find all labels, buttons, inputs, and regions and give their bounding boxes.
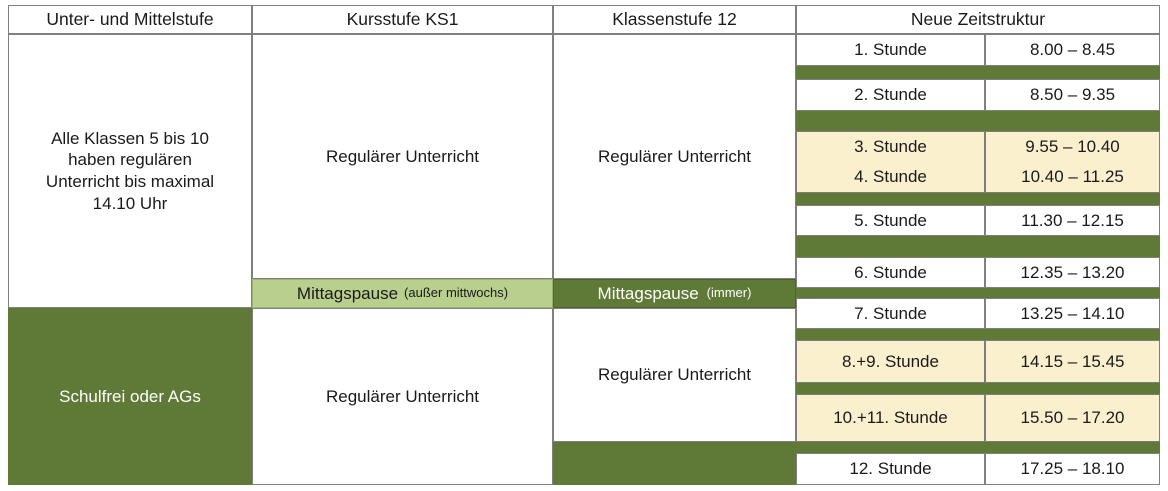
period-time-p12: 17.25 – 18.10 (985, 453, 1160, 485)
period-label-p12: 12. Stunde (796, 453, 985, 485)
period-label-p1011: 10.+11. Stunde (796, 394, 985, 442)
period-time-p1: 8.00 – 8.45 (985, 34, 1160, 66)
period-label-p5: 5. Stunde (796, 205, 985, 236)
period-time-p6: 12.35 – 13.20 (985, 257, 1160, 288)
cell-k12-lower-unterricht: Regulärer Unterricht (553, 308, 796, 442)
period-time-p4: 10.40 – 11.25 (985, 162, 1160, 193)
cell-k12-mittagspause: Mittagspause (immer) (553, 279, 796, 308)
break-bar-3 (796, 193, 1160, 205)
schedule-table: Unter- und Mittelstufe Kursstufe KS1 Kla… (8, 5, 1160, 485)
period-time-p5: 11.30 – 12.15 (985, 205, 1160, 236)
cell-k12-lower-green-block (553, 442, 796, 485)
period-time-p2: 8.50 – 9.35 (985, 79, 1160, 111)
cell-ks1-upper-unterricht: Regulärer Unterricht (252, 34, 553, 279)
period-label-p3: 3. Stunde (796, 131, 985, 162)
ks1-mittagspause-label: Mittagspause (296, 283, 399, 303)
k12-mittagspause-label: Mittagspause (597, 283, 699, 303)
period-label-p6: 6. Stunde (796, 257, 985, 288)
period-time-p3: 9.55 – 10.40 (985, 131, 1160, 162)
header-unter-mittelstufe: Unter- und Mittelstufe (8, 5, 252, 34)
cell-k12-upper-unterricht: Regulärer Unterricht (553, 34, 796, 279)
period-label-p2: 2. Stunde (796, 79, 985, 111)
period-label-p7: 7. Stunde (796, 298, 985, 329)
cell-schulfrei-oder-ags: Schulfrei oder AGs (8, 308, 252, 485)
schedule-grid: Unter- und Mittelstufe Kursstufe KS1 Kla… (8, 5, 1160, 485)
header-klassenstufe-12: Klassenstufe 12 (553, 5, 796, 34)
break-bar-1 (796, 66, 1160, 79)
k12-mittagspause-note: (immer) (706, 285, 752, 301)
cell-unter-mittelstufe-upper: Alle Klassen 5 bis 10 haben regulären Un… (8, 34, 252, 308)
break-bar-5 (796, 288, 1160, 298)
break-bar-6 (796, 329, 1160, 340)
cell-ks1-lower-unterricht: Regulärer Unterricht (252, 308, 553, 485)
period-time-p1011: 15.50 – 17.20 (985, 394, 1160, 442)
period-time-p7: 13.25 – 14.10 (985, 298, 1160, 329)
ks1-mittagspause-note: (außer mittwochs) (404, 285, 509, 301)
break-bar-2 (796, 111, 1160, 131)
period-label-p4: 4. Stunde (796, 162, 985, 193)
period-label-p1: 1. Stunde (796, 34, 985, 66)
break-bar-8 (796, 442, 1160, 453)
break-bar-7 (796, 383, 1160, 394)
header-neue-zeitstruktur: Neue Zeitstruktur (796, 5, 1160, 34)
header-kursstufe-ks1: Kursstufe KS1 (252, 5, 553, 34)
break-bar-4 (796, 236, 1160, 257)
period-label-p89: 8.+9. Stunde (796, 340, 985, 383)
period-time-p89: 14.15 – 15.45 (985, 340, 1160, 383)
cell-ks1-mittagspause: Mittagspause (außer mittwochs) (252, 279, 553, 308)
